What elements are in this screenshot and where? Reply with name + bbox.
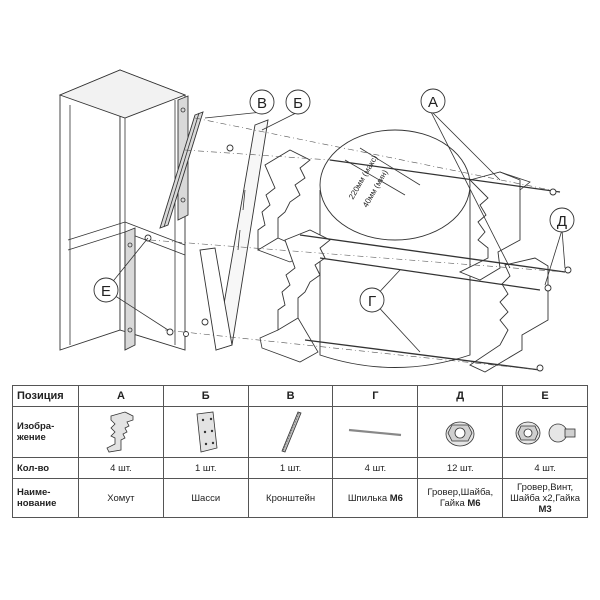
- name-cell-b: Шасси: [162, 478, 249, 518]
- row-header-name: Наиме-нование: [12, 478, 79, 518]
- callout-a: А: [420, 88, 446, 114]
- table-row-name: Наиме-нование Хомут Шасси Кронштейн Шпил…: [12, 478, 588, 518]
- nuts-d: [201, 144, 572, 372]
- svg-text:Б: Б: [293, 95, 303, 112]
- pipe-cylinder: [319, 129, 471, 368]
- pos-cell-v: В: [247, 385, 334, 407]
- svg-text:А: А: [428, 94, 438, 111]
- table-row-qty: Кол-во 4 шт. 1 шт. 1 шт. 4 шт. 12 шт. 4 …: [12, 457, 588, 479]
- qty-cell-d: 12 шт.: [417, 457, 504, 479]
- assembly-axes: [149, 117, 566, 371]
- img-cell-v: [247, 406, 334, 458]
- svg-text:Г: Г: [368, 293, 376, 310]
- img-cell-g: [332, 406, 419, 458]
- callout-g: Г: [359, 287, 385, 313]
- pos-cell-g: Г: [332, 385, 419, 407]
- bracket-icon: [281, 411, 302, 453]
- qty-cell-v: 1 шт.: [247, 457, 334, 479]
- table-row-image: Изобра-жение: [12, 406, 588, 458]
- name-cell-v: Кронштейн: [247, 478, 334, 518]
- name-cell-e: Гровер,Винт,Шайба х2,Гайка М3: [502, 478, 588, 518]
- pos-cell-b: Б: [162, 385, 249, 407]
- box-bracket-bottom: [124, 227, 136, 351]
- parts-table: Позиция А Б В Г Д Е Изобра-жение: [12, 385, 588, 518]
- pos-cell-d: Д: [417, 385, 504, 407]
- row-header-qty: Кол-во: [12, 457, 79, 479]
- pos-cell-a: А: [78, 385, 164, 407]
- clamp-lower-left: [259, 229, 331, 363]
- table-row-position: Позиция А Б В Г Д Е: [12, 385, 588, 407]
- clamp-lower-right: [469, 257, 549, 373]
- callout-v: В: [249, 89, 275, 115]
- bracket-v: [159, 111, 204, 229]
- callout-b: Б: [285, 89, 311, 115]
- img-cell-e: [502, 406, 588, 458]
- qty-cell-a: 4 шт.: [78, 457, 164, 479]
- img-cell-b: [162, 406, 249, 458]
- washer-nut-icon: [445, 421, 475, 447]
- qty-cell-g: 4 шт.: [332, 457, 419, 479]
- chassis-plate-icon: [196, 411, 218, 453]
- name-cell-a: Хомут: [78, 478, 164, 518]
- row-header-image: Изобра-жение: [12, 406, 79, 458]
- screw-nut-icon: [515, 421, 576, 445]
- img-cell-d: [417, 406, 504, 458]
- callout-e: Е: [93, 277, 119, 303]
- stud-rods: [299, 159, 566, 371]
- svg-text:Е: Е: [101, 283, 111, 300]
- svg-text:В: В: [257, 95, 267, 112]
- name-cell-g: Шпилька М6: [332, 478, 419, 518]
- stud-icon: [349, 428, 402, 437]
- svg-text:Д: Д: [557, 213, 567, 230]
- name-cell-d: Гровер,Шайба,Гайка М6: [417, 478, 504, 518]
- chassis-plate-b: [199, 119, 269, 351]
- pos-cell-e: Е: [502, 385, 588, 407]
- callout-d: Д: [549, 207, 575, 233]
- img-cell-a: [78, 406, 164, 458]
- qty-cell-b: 1 шт.: [162, 457, 249, 479]
- enclosure-box: [58, 69, 187, 351]
- clamp-icon: [106, 411, 134, 453]
- qty-cell-e: 4 шт.: [502, 457, 588, 479]
- row-header-position: Позиция: [12, 385, 79, 407]
- assembly-diagram: 220мм (макс) 40мм (мин): [58, 69, 575, 373]
